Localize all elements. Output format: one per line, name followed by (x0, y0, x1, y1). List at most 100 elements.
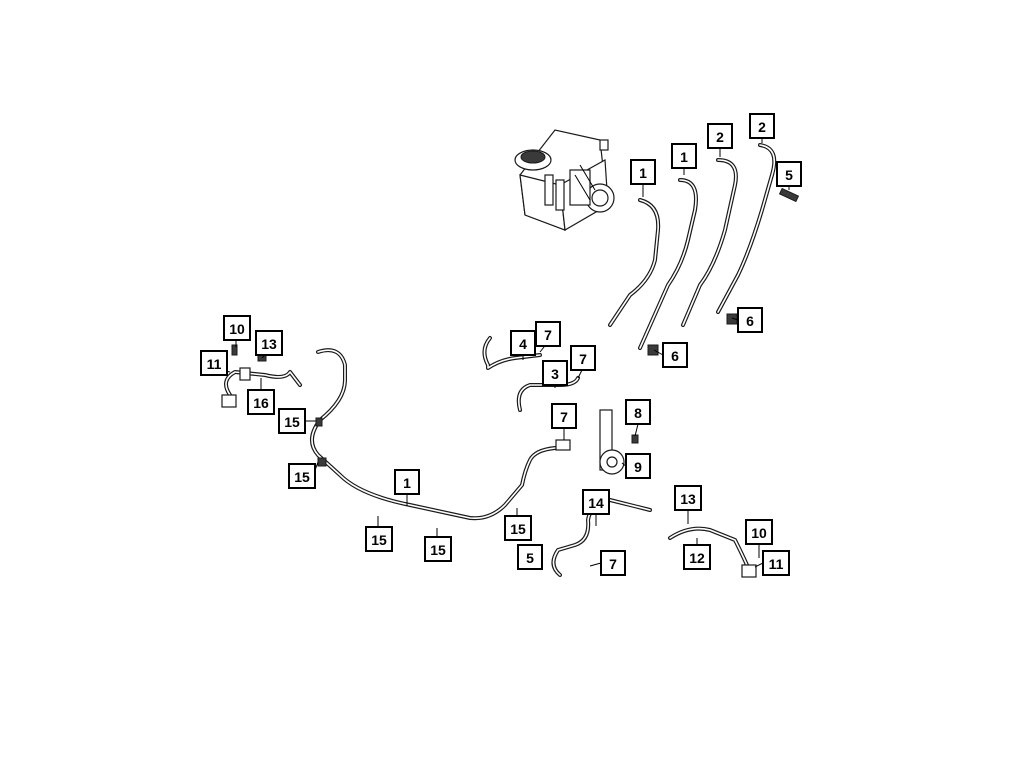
callout-box (582, 489, 610, 515)
callout-box (223, 315, 251, 341)
callout-number: 1 (680, 149, 688, 165)
callout-15: 15 (288, 463, 316, 489)
callout-box (671, 143, 697, 169)
callout-10: 10 (745, 519, 773, 545)
callout-2: 2 (707, 123, 733, 149)
callout-14: 14 (582, 489, 610, 515)
callout-3: 3 (542, 360, 568, 386)
abs-hydraulic-unit (514, 129, 615, 231)
proportioning-bracket (599, 409, 639, 475)
callout-box (517, 544, 543, 570)
callout-box (625, 399, 651, 425)
callout-1: 1 (394, 469, 420, 495)
callout-box (745, 519, 773, 545)
callout-box (542, 360, 568, 386)
callout-6: 6 (662, 342, 688, 368)
callout-number: 4 (519, 336, 527, 352)
callout-number: 5 (785, 167, 793, 183)
callout-number: 12 (689, 550, 705, 566)
callout-13: 13 (255, 330, 283, 356)
callout-number: 6 (671, 348, 679, 364)
callout-number: 1 (403, 475, 411, 491)
callout-7: 7 (600, 550, 626, 576)
front-brake-tubes (608, 143, 800, 356)
callout-7: 7 (551, 403, 577, 429)
callout-number: 13 (261, 336, 277, 352)
callout-box (424, 536, 452, 562)
callout-number: 15 (284, 414, 300, 430)
callout-7: 7 (535, 321, 561, 347)
callout-box (630, 159, 656, 185)
callout-8: 8 (625, 399, 651, 425)
callout-15: 15 (365, 526, 393, 552)
callout-number: 8 (634, 405, 642, 421)
callout-box (762, 550, 790, 576)
callout-box (535, 321, 561, 347)
callout-number: 15 (430, 542, 446, 558)
callout-box (551, 403, 577, 429)
callout-16: 16 (247, 389, 275, 415)
callout-number: 7 (544, 327, 552, 343)
callout-2: 2 (749, 113, 775, 139)
callout-box (288, 463, 316, 489)
callout-number: 10 (229, 321, 245, 337)
callout-number: 14 (588, 495, 604, 511)
callout-number: 11 (769, 556, 784, 572)
callout-box (674, 485, 702, 511)
callout-box (625, 453, 651, 479)
callout-box (570, 345, 596, 371)
callout-number: 9 (634, 459, 642, 475)
callout-box (683, 544, 711, 570)
callout-10: 10 (223, 315, 251, 341)
callout-box (737, 307, 763, 333)
callout-box (247, 389, 275, 415)
callout-box (600, 550, 626, 576)
callout-box (394, 469, 420, 495)
callout-box (278, 408, 306, 434)
callout-box (200, 350, 228, 376)
callout-box (749, 113, 775, 139)
callout-number: 11 (207, 356, 222, 372)
callout-number: 5 (526, 550, 534, 566)
callout-12: 12 (683, 544, 711, 570)
callout-13: 13 (674, 485, 702, 511)
callout-number: 2 (758, 119, 766, 135)
callout-box (365, 526, 393, 552)
callout-1: 1 (671, 143, 697, 169)
callout-number: 7 (609, 556, 617, 572)
callout-5: 5 (517, 544, 543, 570)
callout-box (255, 330, 283, 356)
callout-7: 7 (570, 345, 596, 371)
callout-1: 1 (630, 159, 656, 185)
callout-15: 15 (278, 408, 306, 434)
callout-5: 5 (776, 161, 802, 187)
callout-box (510, 330, 536, 356)
callout-9: 9 (625, 453, 651, 479)
callout-number: 7 (560, 409, 568, 425)
callout-number: 15 (294, 469, 310, 485)
callout-6: 6 (737, 307, 763, 333)
callout-11: 11 (762, 550, 790, 576)
callout-number: 13 (680, 491, 696, 507)
callout-11: 11 (200, 350, 228, 376)
callout-number: 2 (716, 129, 724, 145)
callout-box (662, 342, 688, 368)
callout-number: 16 (253, 395, 269, 411)
callout-4: 4 (510, 330, 536, 356)
callout-number: 10 (751, 525, 767, 541)
callout-number: 3 (551, 366, 559, 382)
main-rear-brake-tube (310, 348, 571, 521)
callout-number: 1 (639, 165, 647, 181)
rear-right-tube-assembly (529, 498, 757, 578)
callout-number: 15 (510, 521, 526, 537)
callout-box (504, 515, 532, 541)
callout-15: 15 (424, 536, 452, 562)
callout-number: 7 (579, 351, 587, 367)
callout-number: 6 (746, 313, 754, 329)
callout-box (776, 161, 802, 187)
callout-15: 15 (504, 515, 532, 541)
callout-box (707, 123, 733, 149)
callout-number: 15 (371, 532, 387, 548)
